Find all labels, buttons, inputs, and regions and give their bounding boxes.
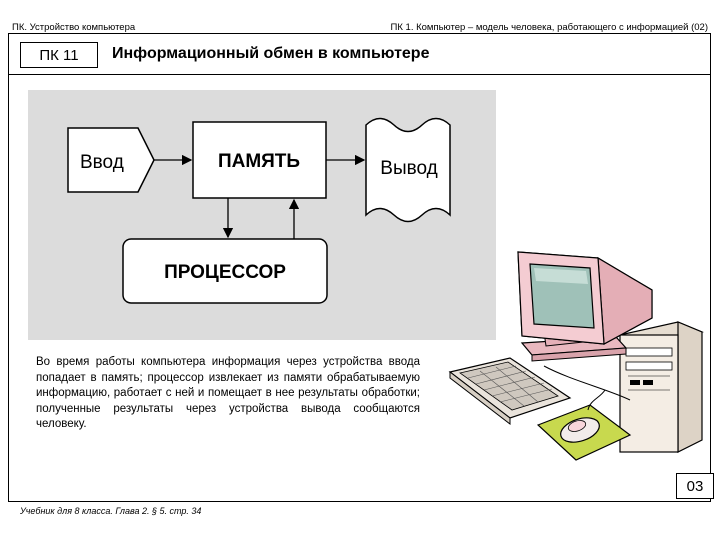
diagram-svg: Ввод ПАМЯТЬ Вывод ПРОЦЕССОР [67, 117, 451, 304]
footer-reference: Учебник для 8 класса. Глава 2. § 5. стр.… [20, 506, 202, 516]
output-label: Вывод [380, 158, 437, 179]
input-label: Ввод [80, 152, 124, 173]
header-section-label: ПК 1. Компьютер – модель человека, работ… [390, 22, 708, 33]
computer-icon [440, 240, 715, 470]
processor-block [122, 238, 328, 304]
page-number: 03 [676, 473, 714, 499]
memory-block [192, 121, 327, 199]
slide-code: ПК 11 [20, 42, 98, 68]
description-paragraph: Во время работы компьютера информация че… [36, 356, 420, 430]
information-flow-diagram: Ввод ПАМЯТЬ Вывод ПРОЦЕССОР [28, 90, 496, 340]
system-unit [618, 321, 704, 453]
page-title: Информационный обмен в компьютере [112, 45, 430, 62]
title-divider [8, 74, 711, 75]
monitor [517, 251, 653, 362]
input-block [67, 127, 155, 193]
output-block [365, 117, 451, 223]
slide-frame [8, 33, 711, 502]
header-course-label: ПК. Устройство компьютера [12, 22, 136, 33]
processor-label: ПРОЦЕССОР [164, 262, 286, 283]
memory-label: ПАМЯТЬ [218, 151, 300, 172]
keyboard [448, 357, 572, 426]
mouse-and-pad [536, 365, 632, 461]
